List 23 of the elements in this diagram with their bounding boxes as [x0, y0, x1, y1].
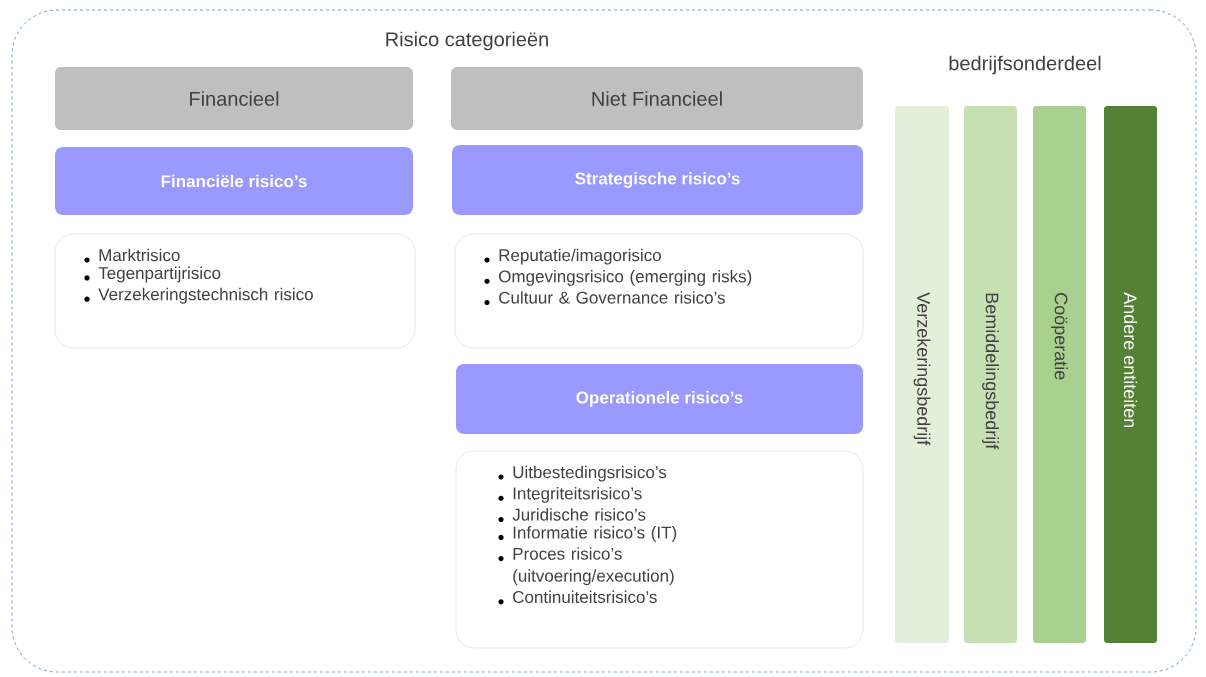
entity-bar: Bemiddelingsbedrijf — [964, 106, 1017, 643]
category-box: Financieel — [55, 67, 413, 130]
list-item: Uitbestedingsrisico’s — [498, 465, 667, 482]
list-item: Marktrisico — [84, 248, 180, 263]
heading: bedrijfsonderdeel — [949, 55, 1101, 75]
risk-heading-box: Operationele risico’s — [456, 364, 863, 434]
list-item: Cultuur & Governance risico’s — [484, 291, 725, 306]
list-item: Omgevingsrisico (emerging risks) — [484, 269, 752, 286]
risk-heading-box: Strategische risico’s — [452, 145, 863, 215]
list-item: Juridische risico’s — [498, 508, 646, 523]
entity-bar: Coöperatie — [1033, 106, 1086, 643]
list-item: Reputatie/imagorisico — [484, 248, 661, 265]
list-item: Integriteitsrisico’s — [498, 486, 642, 503]
risk-heading-box: Financiële risico’s — [55, 147, 413, 215]
heading: Risico categorieën — [386, 31, 548, 51]
entity-bar: Verzekeringsbedrijf — [895, 106, 949, 643]
list-item: Tegenpartijrisico — [84, 266, 221, 283]
entity-bar: Andere entiteiten — [1104, 106, 1157, 643]
category-box: Niet Financieel — [451, 67, 863, 130]
list-item: Verzekeringstechnisch risico — [84, 287, 313, 304]
list-item: Proces risico’s (uitvoering/execution) — [498, 547, 674, 586]
list-item: Continuiteitsrisico’s — [498, 590, 657, 605]
list-item: Informatie risico’s (IT) — [498, 526, 677, 542]
